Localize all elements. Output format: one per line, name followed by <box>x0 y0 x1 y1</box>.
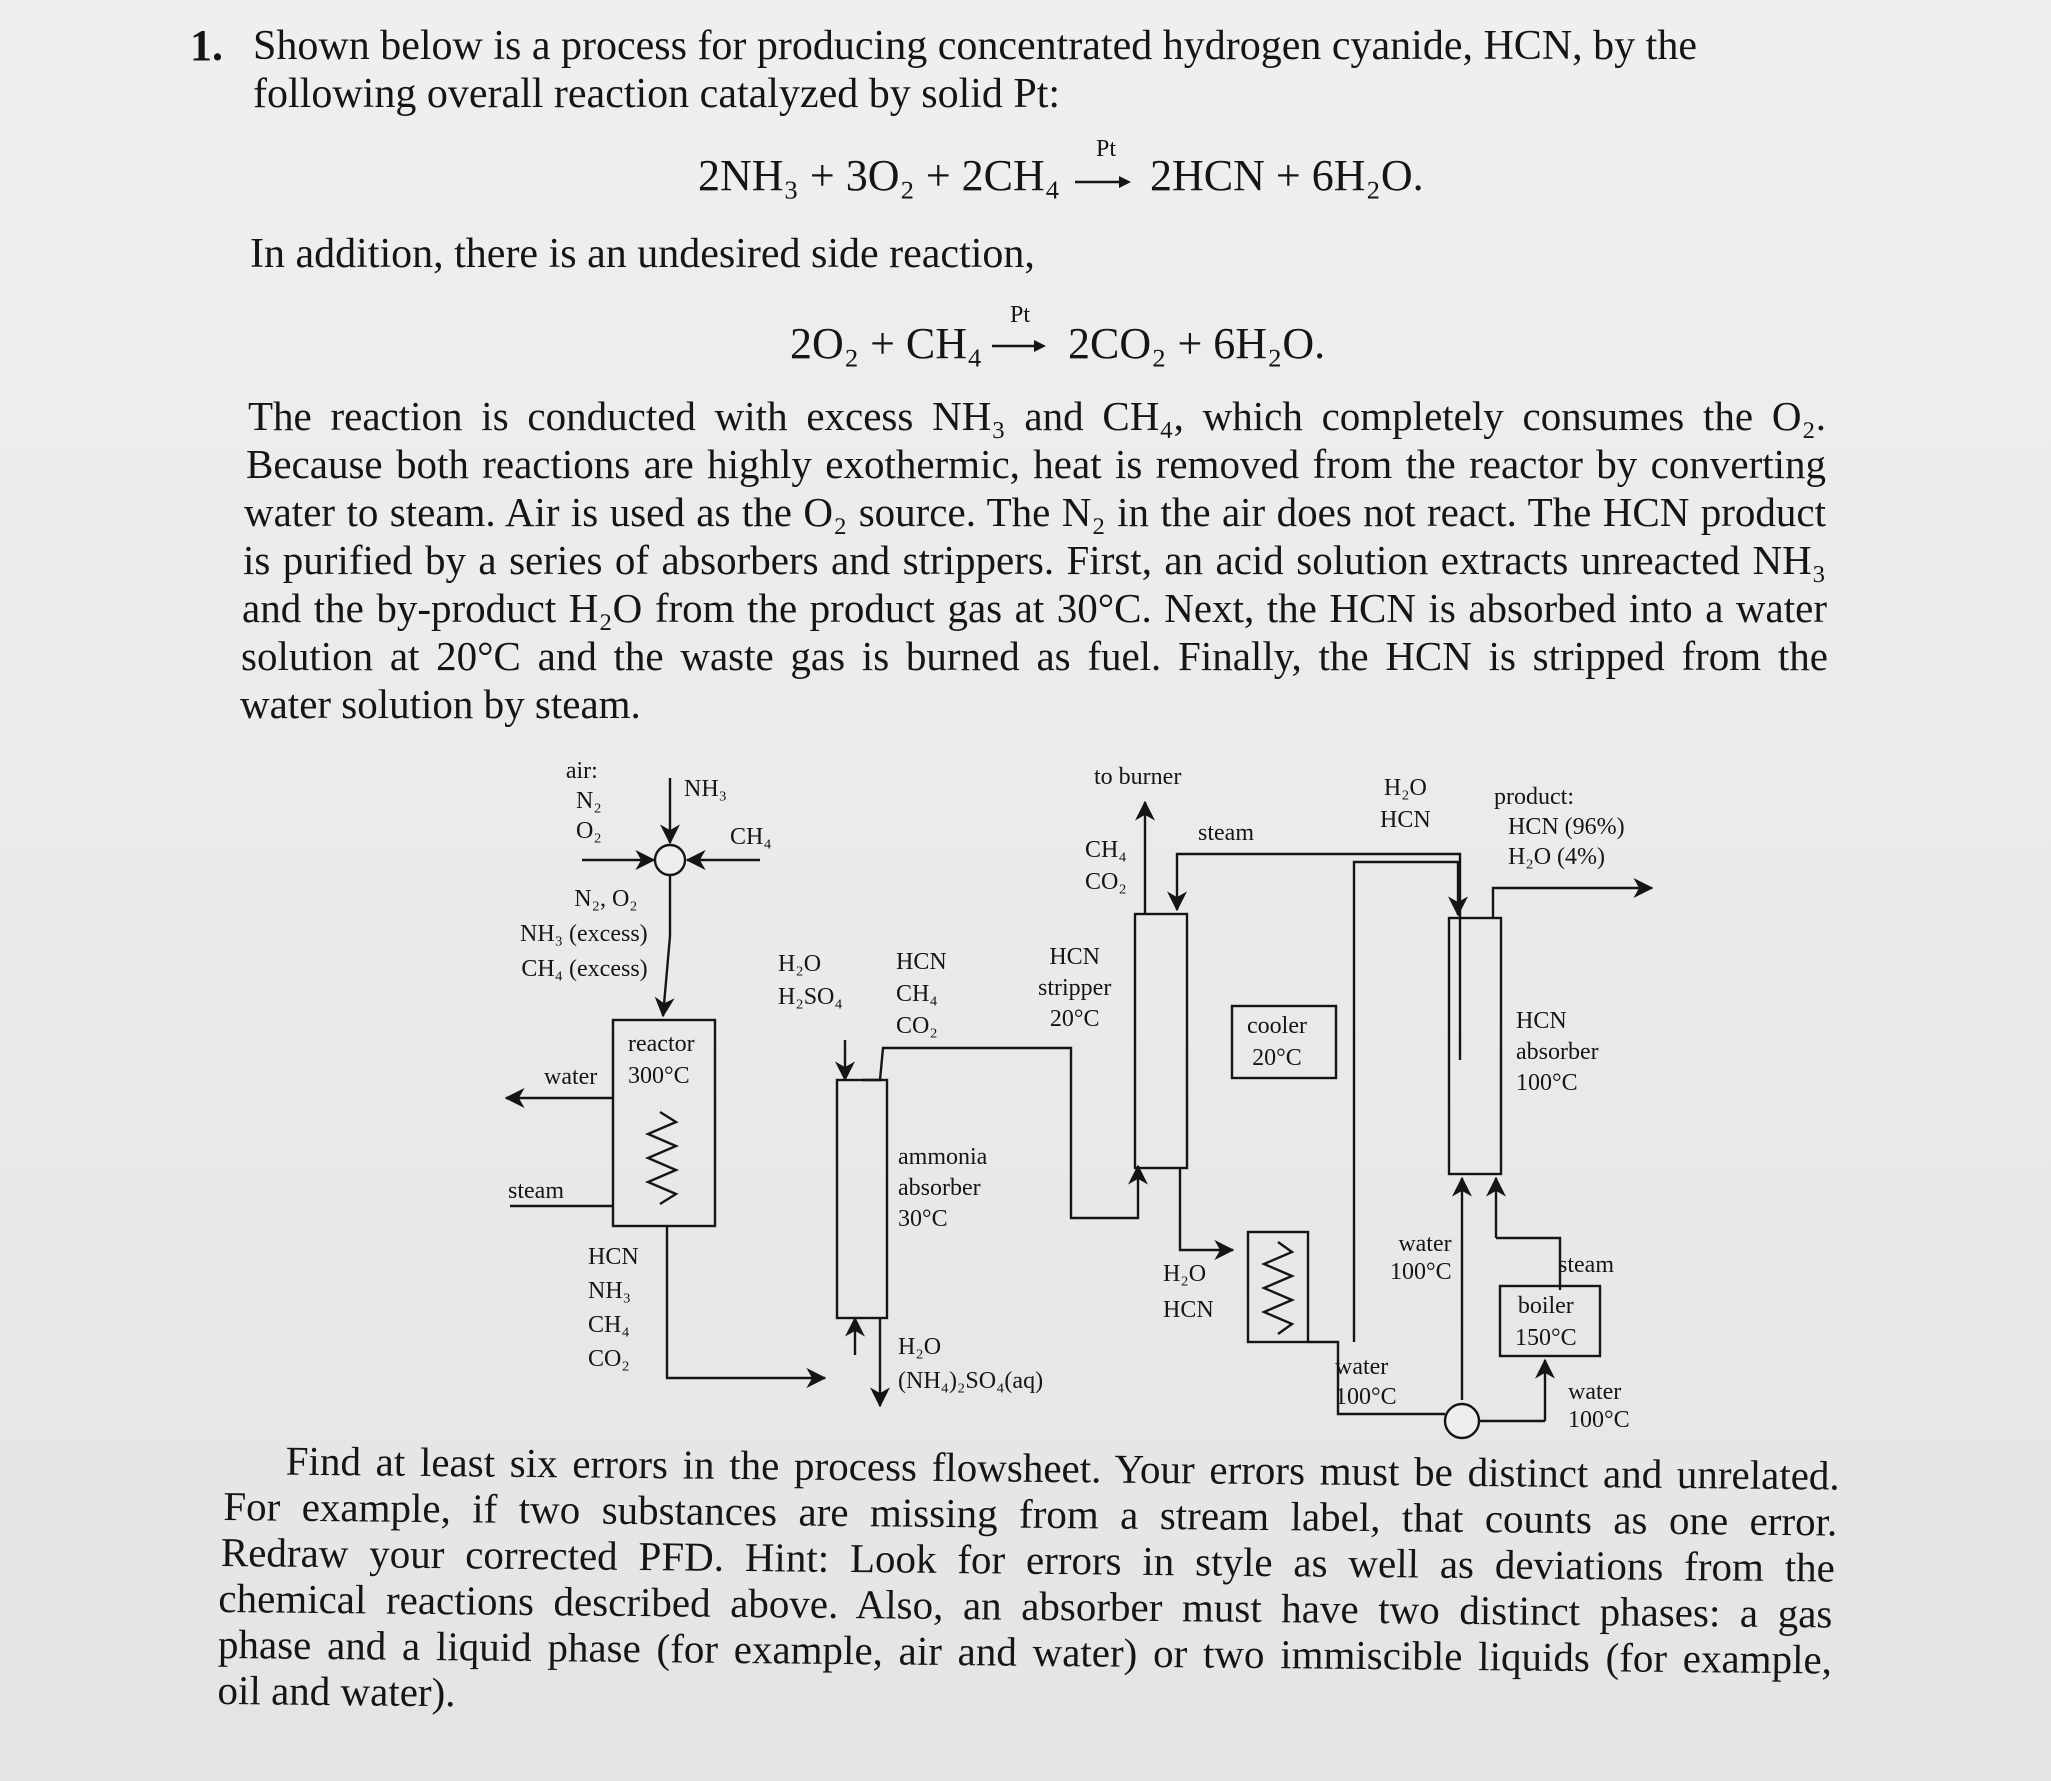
paragraph-line-3: water to steam. Air is used as the O₂ so… <box>244 489 1826 535</box>
hcn-stripper-label: HCN stripper 20°C <box>1038 944 1112 1032</box>
reactor-label: reactor 300°C <box>628 1031 695 1089</box>
steam-top-stream <box>1175 852 1462 1060</box>
cooler-box <box>1246 1230 1310 1344</box>
boiler-label: boiler 150°C <box>1515 1293 1577 1351</box>
reactor-vessel <box>611 1018 717 1228</box>
paragraph-line-2: Because both reactions are highly exothe… <box>246 441 1826 487</box>
reaction-1-arrow <box>1075 176 1131 188</box>
hcn-stripper-column <box>1133 912 1189 1170</box>
ammonia-absorber-column <box>835 1078 889 1320</box>
ammonia-gas-out-label: HCN CH₄ CO₂ <box>896 949 947 1039</box>
reaction-2-arrow <box>992 340 1046 352</box>
air-label: air: N₂ O₂ <box>565 758 602 844</box>
ammonia-absorber-label: ammonia absorber 30°C <box>898 1144 988 1232</box>
product-stream <box>1491 878 1654 918</box>
cooler-to-recycle <box>1352 860 1468 1342</box>
question-line-6: oil and water). <box>217 1666 456 1716</box>
paragraph-line-1: The reaction is conducted with excess NH… <box>248 393 1826 439</box>
reactor-out-label: HCN NH₃ CH₄ CO₂ <box>588 1244 639 1372</box>
cooler-water-out <box>1308 1340 1445 1416</box>
stripper-bottom-label: H₂O HCN <box>1163 1261 1214 1323</box>
steam-top-label: steam <box>1198 820 1254 846</box>
intro-line-1: Shown below is a process for producing c… <box>253 23 1697 69</box>
reactor-product-stream <box>665 1226 827 1388</box>
hcn-absorber-column <box>1447 916 1503 1176</box>
cooler-label-frame <box>1230 1004 1338 1080</box>
boiler-box <box>1498 1284 1602 1358</box>
boiler-steam-stream <box>1496 1236 1562 1290</box>
reaction-1-products: 2HCN + 6H₂O. <box>1150 151 1424 200</box>
stripper-bottom-stream <box>1178 1168 1235 1260</box>
paragraph-line-7: water solution by steam. <box>240 681 641 727</box>
burner-gas-label: CH₄ CO₂ <box>1085 837 1127 895</box>
hcn-absorber-label: HCN absorber 100°C <box>1516 1008 1599 1096</box>
acid-feed-label: H₂O H₂SO₄ <box>778 951 843 1010</box>
product-label: product: HCN (96%) H₂O (4%) <box>1494 784 1625 870</box>
side-reaction-intro: In addition, there is an undesired side … <box>250 231 1035 277</box>
boiler-steam-label: steam <box>1558 1252 1614 1278</box>
reactor-feed-stream <box>654 876 675 1018</box>
cooler-label: cooler 20°C <box>1247 1013 1307 1071</box>
ammonia-gas-out-stream <box>862 1046 1148 1220</box>
recycle-top-label: H₂O HCN <box>1380 775 1431 833</box>
feed-mixer <box>653 843 687 877</box>
reactor-coil <box>644 1110 680 1206</box>
cooler-water-out-label: water 100°C <box>1335 1354 1397 1410</box>
pump <box>1443 1402 1481 1440</box>
to-burner-label: to burner <box>1094 764 1182 790</box>
problem-number: 1. <box>190 21 223 70</box>
reaction-2-products: 2CO₂ + 6H₂O. <box>1068 319 1326 368</box>
paragraph-line-5: and the by-product H₂O from the product … <box>242 585 1827 631</box>
paragraph-line-6: solution at 20°C and the waste gas is bu… <box>241 633 1828 679</box>
reaction-2-catalyst: Pt <box>1010 302 1031 328</box>
ch4-feed-label: CH₄ <box>730 824 772 850</box>
nh3-feed-label: NH₃ <box>684 776 728 802</box>
ammonia-liquid-out-label: H₂O (NH₄)₂SO₄(aq) <box>898 1334 1044 1394</box>
absorber-water-label: water 100°C <box>1390 1231 1452 1285</box>
intro-line-2: following overall reaction catalyzed by … <box>253 71 1061 117</box>
reactor-feed-label: N₂, O₂ NH₃ (excess) CH₄ (excess) <box>520 886 648 982</box>
reactor-steam-label: steam <box>508 1178 564 1204</box>
boiler-water-label: water 100°C <box>1568 1379 1630 1433</box>
paragraph-line-4: is purified by a series of absorbers and… <box>243 537 1826 583</box>
reactor-water-label: water <box>544 1064 598 1090</box>
cooler-coil <box>1260 1241 1296 1335</box>
reaction-2-reactants: 2O₂ + CH₄ <box>790 319 983 368</box>
reaction-1-catalyst: Pt <box>1096 136 1117 162</box>
reaction-1-reactants: 2NH₃ + 3O₂ + 2CH₄ <box>698 151 1061 200</box>
